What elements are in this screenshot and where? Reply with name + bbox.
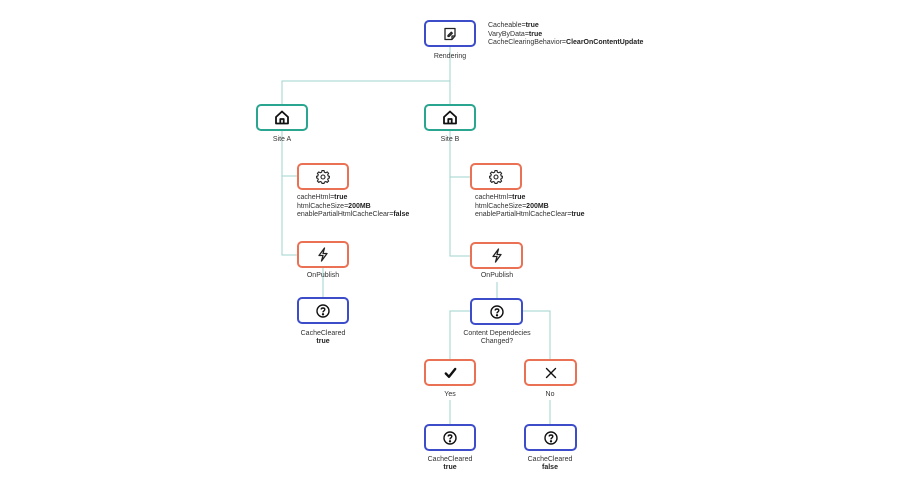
question-icon [489,304,504,319]
yes-result-node [424,424,476,451]
gear-icon [489,169,503,184]
no-label: No [545,391,555,398]
rendering-prop-row: VaryByData=true [488,31,643,40]
question-icon [543,430,558,445]
connector-site-a-chain [281,131,297,256]
question-icon [443,430,457,445]
setting-key: enablePartialHtmlCacheClear= [475,211,572,218]
lightning-icon [317,247,329,262]
setting-value: 200MB [348,202,371,210]
house-icon [274,110,290,125]
setting-value: false [393,211,410,218]
site-b-settings-text: cacheHtml=true htmlCacheSize=200MB enabl… [475,194,585,220]
connector-site-b-chain [449,131,470,257]
no-result-node [524,424,577,451]
site-a-result-value: true [316,338,329,347]
gear-icon [316,169,330,184]
no-node [524,359,577,386]
site-b-settings-node [470,163,522,190]
site-a-publish-label: OnPublish [306,272,340,279]
setting-key: cacheHtml= [297,194,335,201]
site-b-label: Site B [440,136,460,143]
setting-row: cacheHtml=true [297,194,409,203]
site-a-label: Site A [272,136,292,143]
result-value: true [316,338,330,345]
rendering-prop-row: Cacheable=true [488,22,643,31]
check-icon [444,367,457,379]
prop-value: ClearOnContentUpdate [566,39,644,46]
no-result-value: false [542,464,558,473]
connector-rendering-to-sites [281,47,451,104]
rendering-node [424,20,476,47]
question-icon [316,303,330,318]
site-b-publish-label: OnPublish [480,272,514,279]
result-value: false [542,464,558,471]
setting-key: htmlCacheSize= [297,202,349,210]
result-value: true [443,464,457,471]
no-result-label: CacheCleared [527,456,573,463]
setting-row: htmlCacheSize=200MB [297,203,409,212]
decision-label-line2: Changed? [480,338,514,345]
setting-value: true [512,194,526,201]
site-b-node [424,104,476,131]
site-a-settings-node [297,163,349,190]
setting-value: true [571,211,585,218]
site-a-result-node [297,297,349,324]
setting-value: 200MB [526,202,549,210]
site-a-settings-text: cacheHtml=true htmlCacheSize=200MB enabl… [297,194,409,220]
yes-node [424,359,476,386]
page-edit-icon [443,27,457,41]
yes-label: Yes [444,391,456,398]
rendering-prop-row: CacheClearingBehavior=ClearOnContentUpda… [488,39,643,48]
setting-row: enablePartialHtmlCacheClear=true [475,211,585,220]
x-icon [545,367,557,379]
site-b-publish-node [470,242,523,269]
rendering-properties: Cacheable=true VaryByData=true CacheClea… [488,22,643,48]
prop-key: Cacheable= [488,22,526,29]
prop-key: VaryByData= [488,30,529,38]
lightning-icon [491,248,503,263]
house-icon [442,110,458,125]
setting-row: htmlCacheSize=200MB [475,203,585,212]
rendering-label: Rendering [433,53,467,60]
setting-row: enablePartialHtmlCacheClear=false [297,211,409,220]
site-a-result-label: CacheCleared [300,330,346,337]
prop-value: true [528,30,543,38]
site-a-node [256,104,308,131]
setting-value: true [334,194,348,201]
connector-decision-to-no [523,310,551,359]
prop-value: true [525,22,539,29]
setting-row: cacheHtml=true [475,194,585,203]
yes-result-label: CacheCleared [427,456,473,463]
yes-result-value: true [443,464,456,473]
site-a-publish-node [297,241,349,268]
setting-key: cacheHtml= [475,194,513,201]
decision-label-line1: Content Dependecies [463,330,531,337]
setting-key: enablePartialHtmlCacheClear= [297,211,394,218]
site-b-decision-node [470,298,523,325]
setting-key: htmlCacheSize= [475,202,527,210]
prop-key: CacheClearingBehavior= [488,39,567,46]
connector-decision-to-yes [449,310,470,359]
